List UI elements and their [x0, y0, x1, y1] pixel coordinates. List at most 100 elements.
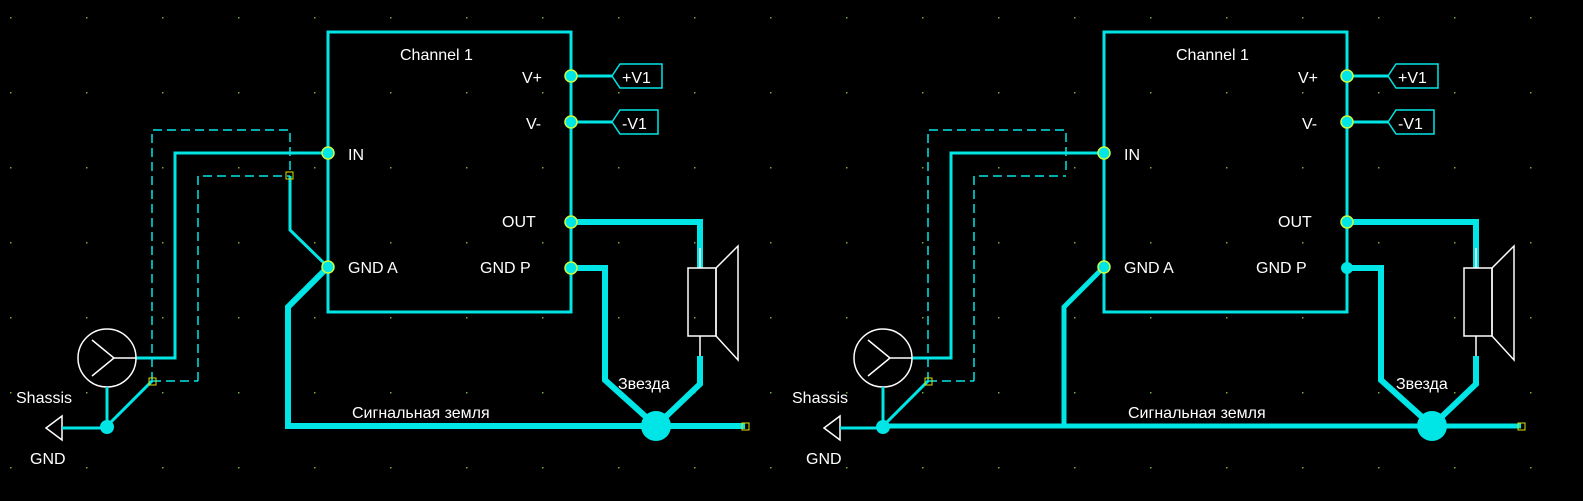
grid-dot — [314, 242, 316, 244]
grid-dot — [998, 17, 1000, 19]
speaker-cone — [715, 244, 739, 362]
grid-dot — [1226, 167, 1228, 169]
grid-dot — [770, 392, 772, 394]
grid-dot — [1150, 242, 1152, 244]
amplifier-block[interactable] — [326, 30, 573, 314]
grid-dot — [1302, 317, 1304, 319]
grid-dot — [1302, 17, 1304, 19]
grid-dot — [466, 392, 468, 394]
grid-dot — [770, 317, 772, 319]
grid-dot — [1378, 167, 1380, 169]
grid-dot — [1378, 242, 1380, 244]
grid-dot — [542, 317, 544, 319]
grid-dot — [1150, 92, 1152, 94]
grid-dot — [1530, 17, 1532, 19]
grid-dot — [1074, 167, 1076, 169]
grid-dot — [10, 317, 12, 319]
grid-dot — [466, 167, 468, 169]
pin-label-vminus: V- — [1302, 116, 1317, 133]
grid-dot — [314, 467, 316, 469]
grid-dot — [162, 317, 164, 319]
grid-dot — [1150, 317, 1152, 319]
grid-dot — [162, 392, 164, 394]
grid-dot — [1530, 467, 1532, 469]
chassis-node — [100, 420, 114, 434]
pin-dot-vplus — [564, 69, 578, 83]
pin-dot-vplus — [1340, 69, 1354, 83]
pin-dot-out — [564, 215, 578, 229]
grid-dot — [1150, 17, 1152, 19]
grid-dot — [846, 242, 848, 244]
grid-dot — [1454, 467, 1456, 469]
grid-dot — [238, 392, 240, 394]
grid-dot — [998, 92, 1000, 94]
block-title: Channel 1 — [1176, 47, 1249, 64]
grid-dot — [694, 242, 696, 244]
grid-dot — [466, 17, 468, 19]
grid-dot — [10, 167, 12, 169]
grid-dot — [10, 392, 12, 394]
grid-dot — [238, 242, 240, 244]
grid-dot — [1226, 467, 1228, 469]
pin-dot-gnd-p — [1341, 262, 1353, 274]
grid-dot — [846, 467, 848, 469]
vminus-tag[interactable] — [611, 109, 659, 135]
speaker-return-wire — [653, 356, 703, 429]
grid-dot — [922, 242, 924, 244]
gnd-p-star-wire — [571, 265, 659, 429]
vplus-tag[interactable] — [1387, 63, 1439, 89]
grid-dot — [1530, 167, 1532, 169]
grid-dot — [846, 317, 848, 319]
grid-dot — [1530, 317, 1532, 319]
grid-dot — [694, 467, 696, 469]
vplus-tag-label: +V1 — [622, 70, 651, 87]
pin-label-out: OUT — [502, 214, 536, 231]
grid-dot — [846, 392, 848, 394]
grid-dot — [542, 92, 544, 94]
grid-dot — [238, 167, 240, 169]
shield-node-marker-bottom — [924, 377, 933, 386]
gnd-p-star-wire — [1347, 265, 1435, 429]
grid-dot — [618, 467, 620, 469]
grid-dot — [618, 92, 620, 94]
pin-label-gnd-p: GND P — [1256, 260, 1307, 277]
grid-dot — [1454, 242, 1456, 244]
vplus-tag[interactable] — [611, 63, 663, 89]
gnd-label: GND — [30, 451, 66, 468]
grid-dot — [86, 17, 88, 19]
shield-inner — [197, 175, 290, 381]
grid-dot — [770, 242, 772, 244]
grid-dot — [998, 392, 1000, 394]
pin-dot-in — [321, 146, 335, 160]
grid-dot — [542, 167, 544, 169]
grid-dot — [1226, 17, 1228, 19]
grid-dot — [238, 317, 240, 319]
grid-dot — [694, 317, 696, 319]
amplifier-block[interactable] — [1102, 30, 1349, 314]
grid-dot — [10, 242, 12, 244]
grid-dot — [1530, 92, 1532, 94]
grid-dot — [466, 467, 468, 469]
grid-dot — [1074, 392, 1076, 394]
star-ground-node[interactable] — [1417, 411, 1447, 441]
block-title: Channel 1 — [400, 47, 473, 64]
grid-dot — [390, 467, 392, 469]
grid-dot — [694, 167, 696, 169]
gnd-a-ground-wire — [285, 264, 745, 429]
vminus-tag[interactable] — [1387, 109, 1435, 135]
grid-dot — [922, 17, 924, 19]
grid-dot — [1378, 467, 1380, 469]
grid-dot — [542, 392, 544, 394]
pin-dot-vminus — [1340, 115, 1354, 129]
grid-dot — [1226, 92, 1228, 94]
grid-dot — [10, 92, 12, 94]
grid-dot — [390, 167, 392, 169]
grid-dot — [922, 317, 924, 319]
pin-label-vplus: V+ — [522, 70, 542, 87]
pin-dot-gnd-p — [564, 261, 578, 275]
star-ground-node[interactable] — [641, 411, 671, 441]
grid-dot — [466, 242, 468, 244]
grid-dot — [390, 392, 392, 394]
grid-dot — [390, 17, 392, 19]
